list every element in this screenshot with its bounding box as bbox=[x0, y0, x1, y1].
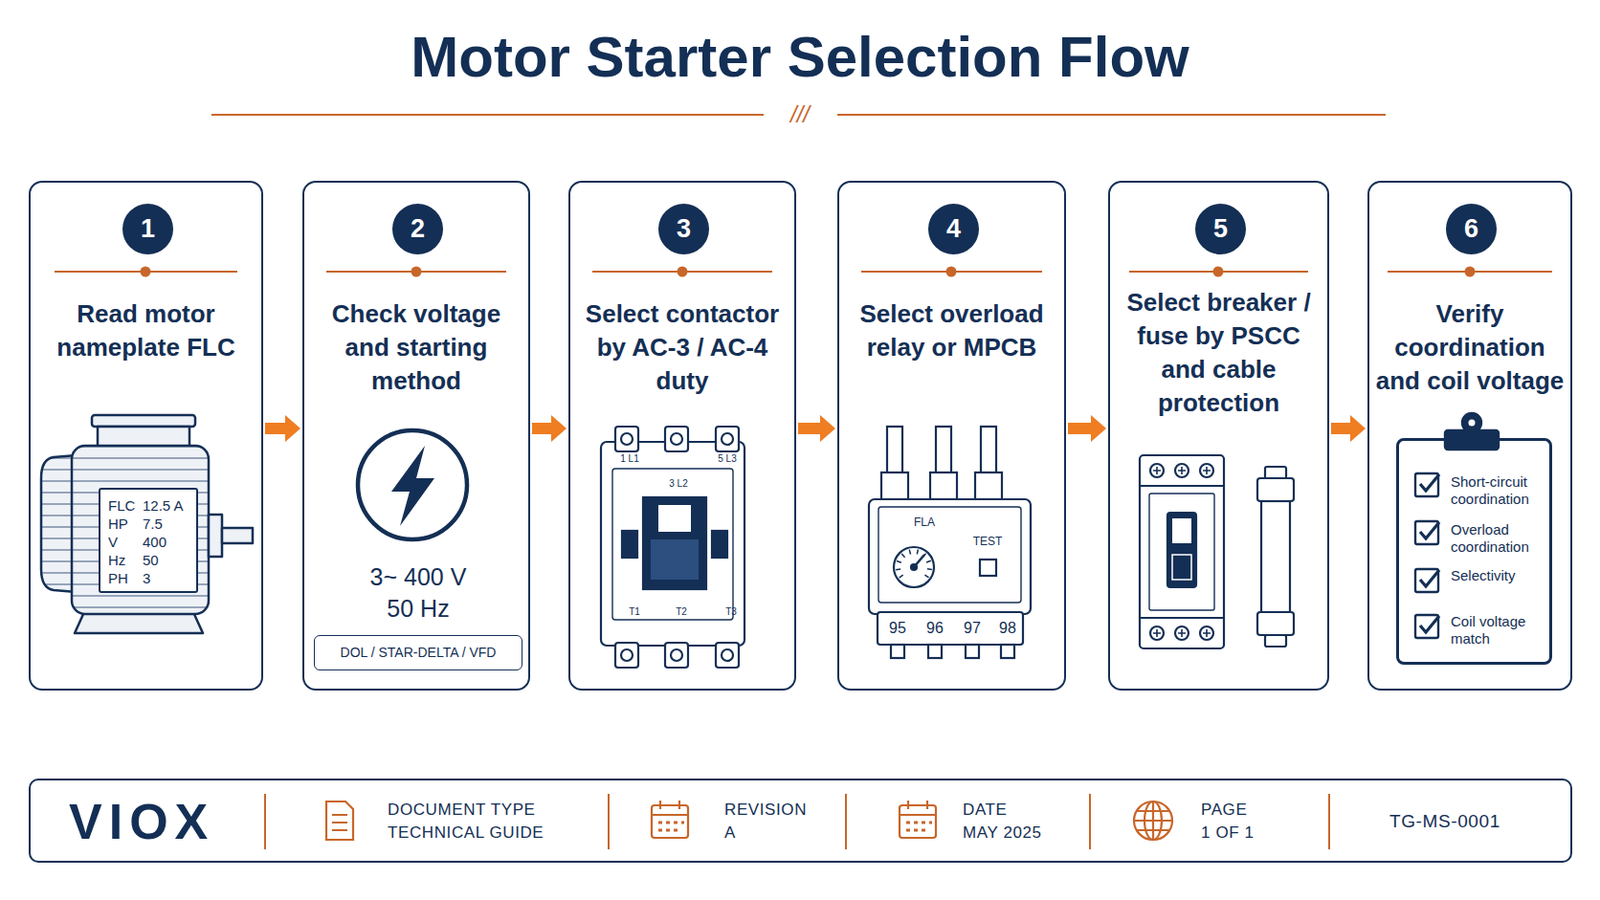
terminal-label: T3 bbox=[725, 606, 737, 619]
node-text: DATE bbox=[962, 800, 1007, 822]
node-text: Short-circuit coordination bbox=[1450, 473, 1549, 509]
node-text: Check voltage and starting method bbox=[309, 297, 524, 399]
voltage-symbol bbox=[357, 430, 467, 540]
node-text: 12.5 A bbox=[142, 496, 184, 515]
node-text: MAY 2025 bbox=[962, 822, 1043, 845]
terminal-number: 96 bbox=[926, 620, 944, 638]
node-text: 400 bbox=[142, 533, 167, 552]
flow-arrow bbox=[532, 415, 567, 443]
diagram-title: Motor Starter Selection Flow bbox=[0, 22, 1600, 92]
terminal-number: 95 bbox=[888, 620, 907, 638]
node-text: DOL / STAR-DELTA / VFD bbox=[314, 636, 522, 669]
dial-tick bbox=[916, 550, 918, 556]
footer-dividers bbox=[265, 794, 1330, 850]
step-number: 2 bbox=[392, 203, 444, 255]
motor-illustration bbox=[41, 415, 253, 634]
node-text: VIOX bbox=[68, 793, 215, 851]
terminal-label: T2 bbox=[675, 606, 688, 619]
node-text: 1 OF 1 bbox=[1200, 822, 1255, 845]
divider-mark: /// bbox=[784, 101, 816, 129]
terminal-number: 98 bbox=[999, 620, 1017, 638]
node-text: Verify coordination and coil voltage bbox=[1374, 297, 1566, 399]
step-number: 6 bbox=[1445, 203, 1497, 255]
footer-band: VIOX DOCUMENT TYPETECHNICAL GUIDE REVISION… bbox=[28, 778, 1573, 864]
node-text: FLC bbox=[108, 496, 135, 515]
node-text: Read motor nameplate FLC bbox=[35, 297, 257, 365]
node-text: 6 bbox=[1445, 203, 1497, 255]
overload-relay-illustration bbox=[868, 426, 1031, 659]
node-text: Overload coordination bbox=[1450, 521, 1549, 556]
node-text: 2 bbox=[392, 203, 444, 255]
dial-tick bbox=[924, 575, 929, 578]
node-text: TECHNICAL GUIDE bbox=[387, 822, 544, 845]
step-box: Read motor nameplate FLC 1FLC 12.5 A HP 7.5V… bbox=[28, 180, 264, 691]
node-text: 3 bbox=[142, 569, 151, 588]
node-text: 3~ 400 V 50 Hz bbox=[355, 561, 481, 625]
node-text: PH bbox=[108, 569, 129, 588]
flow-arrow bbox=[265, 415, 301, 443]
flow-arrow bbox=[1067, 415, 1107, 443]
node-text: 5 bbox=[1195, 203, 1246, 255]
node-text: 50 bbox=[142, 551, 159, 570]
dial-tick bbox=[901, 554, 905, 558]
node-text: Select contactor by AC-3 / AC-4 duty bbox=[575, 297, 790, 399]
node-text: 1 bbox=[122, 203, 174, 255]
node-text: Selectivity bbox=[1450, 567, 1549, 585]
terminal-label: 1 L1 bbox=[620, 453, 639, 466]
node-text: REVISION bbox=[724, 800, 807, 822]
terminal-label: 3 L2 bbox=[668, 478, 688, 490]
step-number: 1 bbox=[122, 203, 174, 255]
node-text: HP bbox=[108, 514, 129, 534]
node-text: V bbox=[108, 533, 118, 552]
node-text: 3 bbox=[658, 203, 710, 255]
node-text: Select overload relay or MPCB bbox=[844, 297, 1060, 365]
dial-tick bbox=[927, 568, 933, 571]
fuse-illustration bbox=[1257, 466, 1294, 647]
terminal-label: 5 L3 bbox=[717, 453, 736, 466]
dial-tick bbox=[899, 575, 904, 578]
step-number: 4 bbox=[928, 203, 979, 255]
step-number: 3 bbox=[658, 203, 710, 255]
terminal-number: 97 bbox=[963, 620, 981, 638]
step-box: Select overload relay or MPCB 4 bbox=[837, 180, 1067, 691]
dial-tick bbox=[895, 568, 901, 571]
checklist-board: Short-circuit coordinationOverload coord… bbox=[1396, 438, 1553, 666]
node-text: Select breaker / fuse by PSCC and cable … bbox=[1114, 286, 1323, 421]
contactor-illustration bbox=[600, 426, 745, 668]
nameplate: FLC 12.5 A HP 7.5V 400Hz 50PH 3 bbox=[98, 488, 199, 594]
flow-arrow bbox=[798, 415, 836, 443]
dial-tick bbox=[896, 561, 902, 564]
node-text: TG-MS-0001 bbox=[1389, 810, 1501, 834]
dial-label: FLA bbox=[913, 516, 935, 531]
breaker-illustration bbox=[1139, 455, 1224, 649]
terminal-label: T1 bbox=[628, 606, 641, 619]
node-text: Coil voltage match bbox=[1450, 613, 1549, 648]
node-text: A bbox=[724, 822, 736, 845]
dial-tick bbox=[926, 560, 932, 563]
dial-tick bbox=[909, 550, 911, 556]
method-box: DOL / STAR-DELTA / VFD bbox=[313, 635, 523, 671]
step-box: Check voltage and starting method 3~ 400 … bbox=[302, 180, 531, 691]
step-number: 5 bbox=[1195, 203, 1246, 255]
node-text: PAGE bbox=[1200, 800, 1247, 822]
flow-arrow bbox=[1331, 415, 1366, 443]
step-box: Select breaker / fuse by PSCC and cable … bbox=[1108, 180, 1330, 691]
node-text: DOCUMENT TYPE bbox=[387, 800, 536, 822]
node-text: 4 bbox=[928, 203, 979, 255]
node-text: Hz bbox=[108, 551, 126, 570]
button-label: TEST bbox=[973, 535, 1003, 550]
node-text: 7.5 bbox=[142, 514, 163, 534]
step-box: Verify coordination and coil voltage 6Sho… bbox=[1367, 180, 1573, 691]
